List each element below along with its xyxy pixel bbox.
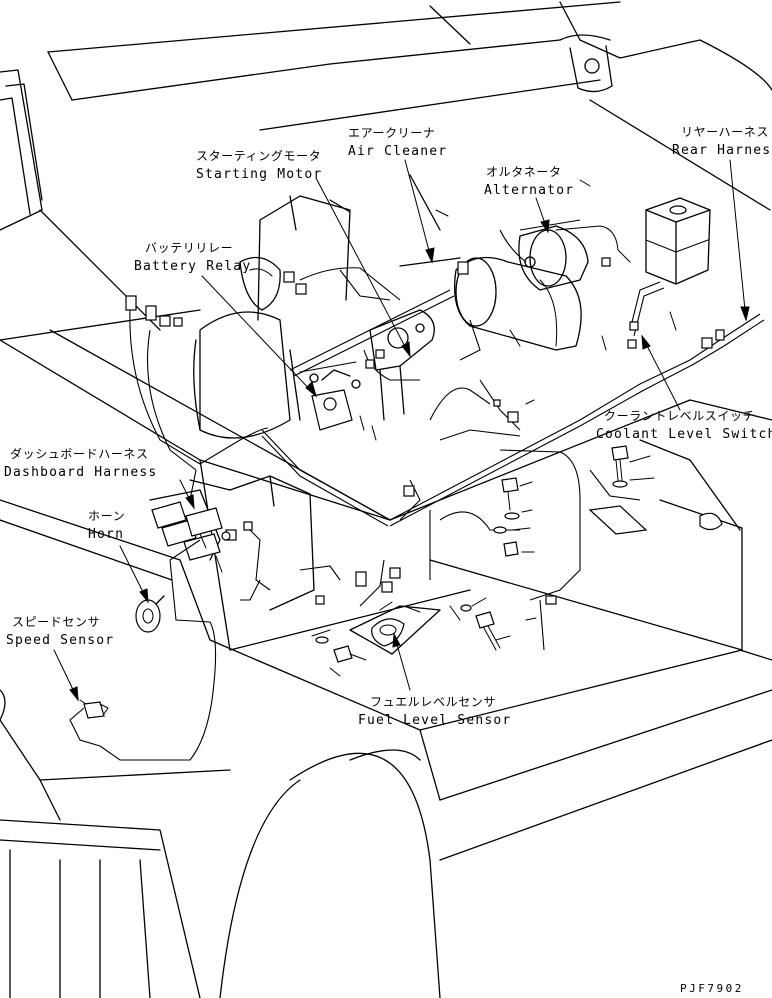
speed-sensor-label-en: Speed Sensor [6,633,114,648]
starting-motor-label-en: Starting Motor [196,167,322,182]
starting-motor-body [369,309,435,421]
speed-sensor-body [79,699,109,719]
starting-motor-label-jp: スターティングモータ [196,149,321,163]
leader-lines [53,159,750,702]
fender-and-lower-body [0,499,772,998]
dashboard-harness-label-en: Dashboard Harness [4,465,157,480]
label-horn: ホーン Horn [88,509,125,542]
label-air-cleaner: エアークリーナ Air Cleaner [348,126,447,159]
battery-relay-label-jp: バッテリリレー [145,241,233,255]
coolant-level-switch-label-jp: クーラントレベルスイッチ [604,409,755,423]
speed-sensor-label-jp: スピードセンサ [12,615,100,629]
label-alternator: オルタネータ Alternator [484,165,574,198]
connectors [125,261,725,605]
air-cleaner-body [399,256,582,351]
coolant-level-switch-label-en: Coolant Level Switch [596,427,772,442]
rear-harness-label-en: Rear Harness [672,143,772,158]
horn-body [135,595,165,633]
label-coolant-level-switch: クーラントレベルスイッチ Coolant Level Switch [596,409,772,442]
air-cleaner-label-jp: エアークリーナ [348,126,435,140]
dash-panel-box [149,475,315,611]
dashboard-harness-label-jp: ダッシュボードハーネス [10,446,149,461]
wiring-harness [69,219,765,761]
coolant-reservoir [645,197,711,285]
engine-hood-outline [0,79,772,651]
fuel-level-sensor-label-en: Fuel Level Sensor [358,713,511,728]
fuel-level-sensor-label-jp: フュエルレベルセンサ [370,695,496,709]
battery-relay-body [299,361,361,431]
engine-block [193,195,351,439]
alternator-label-jp: オルタネータ [486,165,562,179]
battery-relay-label-en: Battery Relay [134,259,251,274]
label-battery-relay: バッテリリレー Battery Relay [134,241,251,274]
rear-harness-label-jp: リヤーハーネス [681,125,769,139]
label-starting-motor: スターティングモータ Starting Motor [196,149,322,182]
drawing-code: PJF7902 [680,982,744,995]
bolts-and-washers [221,445,629,663]
horn-label-en: Horn [88,527,124,542]
label-speed-sensor: スピードセンサ Speed Sensor [6,615,114,648]
horn-label-jp: ホーン [88,509,125,523]
alternator-label-en: Alternator [484,183,574,198]
label-rear-harness: リヤーハーネス Rear Harness [672,125,772,158]
label-fuel-level-sensor: フュエルレベルセンサ Fuel Level Sensor [358,695,511,728]
label-dashboard-harness: ダッシュボードハーネス Dashboard Harness [4,446,157,480]
alternator-body [518,225,631,291]
air-cleaner-label-en: Air Cleaner [348,144,447,159]
part-callout-ticks [199,179,677,677]
cab-rear-posts [0,69,201,341]
cab-roof-outline [47,1,772,101]
